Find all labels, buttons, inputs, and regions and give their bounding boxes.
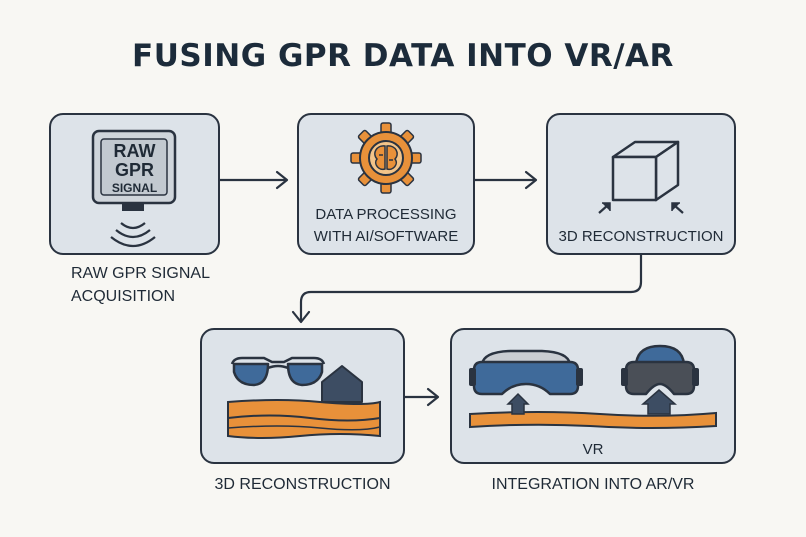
label-data-processing-line1: DATA PROCESSING [315,206,457,223]
gear-brain-icon [350,122,422,194]
house-icon [321,365,363,403]
label-vr: VR [582,441,604,458]
step-box-vr-integration [450,328,736,464]
device-text-signal: SIGNAL [111,181,158,195]
cube-icon [598,140,684,214]
arrow-3-to-4 [299,253,643,322]
caption-raw-signal-line1: RAW GPR SIGNAL [71,265,210,282]
label-data-processing-line2: WITH AI/SOFTWARE [313,228,459,245]
ar-glasses-icon [227,356,381,439]
device-text-raw: RAW [113,141,156,161]
label-3d-reconstruction: 3D RECONSTRUCTION [558,228,724,245]
step-box-ar-model [200,328,405,464]
vr-headset-icon [469,344,717,429]
caption-raw-signal-line2: ACQUISITION [71,288,176,305]
gpr-device-icon [91,129,177,248]
caption-integration-ar-vr: INTEGRATION INTO AR/VR [491,476,695,493]
page-title: FUSING GPR DATA INTO VR/AR [132,38,674,74]
device-text-gpr: GPR [114,160,154,180]
caption-3d-reconstruction: 3D RECONSTRUCTION [214,476,391,493]
